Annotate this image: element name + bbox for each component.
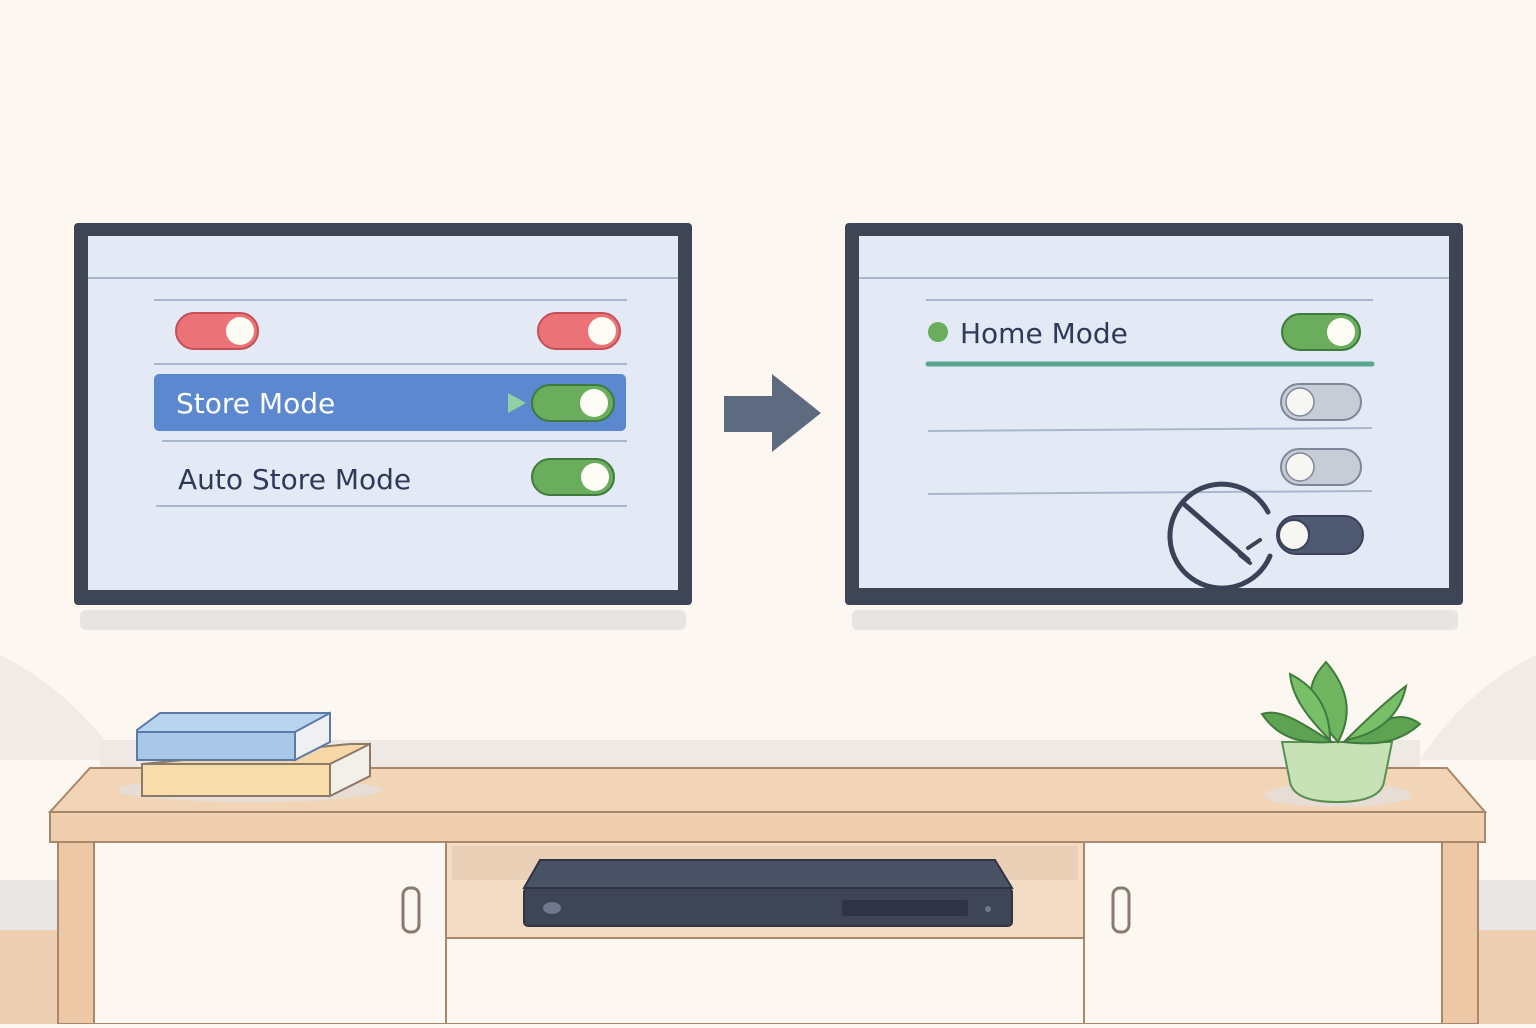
toggle-switch-left-a[interactable] bbox=[175, 312, 259, 350]
toggle-switch-left-b[interactable] bbox=[537, 312, 621, 350]
set-top-box bbox=[522, 859, 1014, 927]
cabinet-handle-left[interactable] bbox=[401, 886, 421, 934]
tv-right: Home Mode bbox=[845, 223, 1463, 630]
wall-shade-right bbox=[1420, 655, 1536, 760]
toggle-switch-store-mode[interactable] bbox=[531, 384, 615, 422]
green-dot-icon bbox=[928, 322, 948, 342]
power-light-icon bbox=[543, 902, 561, 914]
toggle-switch-home-mode[interactable] bbox=[1281, 313, 1361, 351]
disc-slot bbox=[842, 900, 968, 916]
arrow-right-icon bbox=[724, 374, 821, 452]
toggle-switch-disabled bbox=[1276, 515, 1364, 555]
prohibited-icon bbox=[1167, 481, 1273, 591]
cabinet-door-right[interactable] bbox=[1083, 841, 1443, 1025]
store-mode-label: Store Mode bbox=[176, 387, 335, 420]
toggle-switch-option-3[interactable] bbox=[1280, 448, 1362, 486]
row-divider bbox=[927, 490, 1373, 495]
stacked-books bbox=[118, 711, 382, 802]
auto-store-mode-label: Auto Store Mode bbox=[178, 463, 411, 496]
home-mode-label: Home Mode bbox=[960, 317, 1128, 350]
menu-row-store-mode[interactable]: Store Mode bbox=[154, 374, 626, 431]
pointer-triangle-icon bbox=[508, 393, 526, 413]
tv-left: Store Mode Auto Store Mode bbox=[74, 223, 692, 630]
cabinet-door-left[interactable] bbox=[93, 841, 447, 1025]
selection-highlight bbox=[154, 374, 626, 431]
cabinet-handle-right[interactable] bbox=[1111, 886, 1131, 934]
toggle-switch-option-2[interactable] bbox=[1280, 383, 1362, 421]
tv-left-shadow bbox=[80, 610, 686, 630]
tv-right-shadow bbox=[852, 610, 1458, 630]
menu-row-auto-store-mode[interactable]: Auto Store Mode bbox=[178, 458, 615, 496]
toggle-switch-auto-store-mode[interactable] bbox=[531, 458, 615, 496]
wall-shade-left bbox=[0, 655, 120, 760]
potted-plant bbox=[1260, 660, 1422, 807]
row-divider bbox=[927, 427, 1373, 432]
menu-row-home-mode[interactable]: Home Mode bbox=[925, 313, 1375, 367]
